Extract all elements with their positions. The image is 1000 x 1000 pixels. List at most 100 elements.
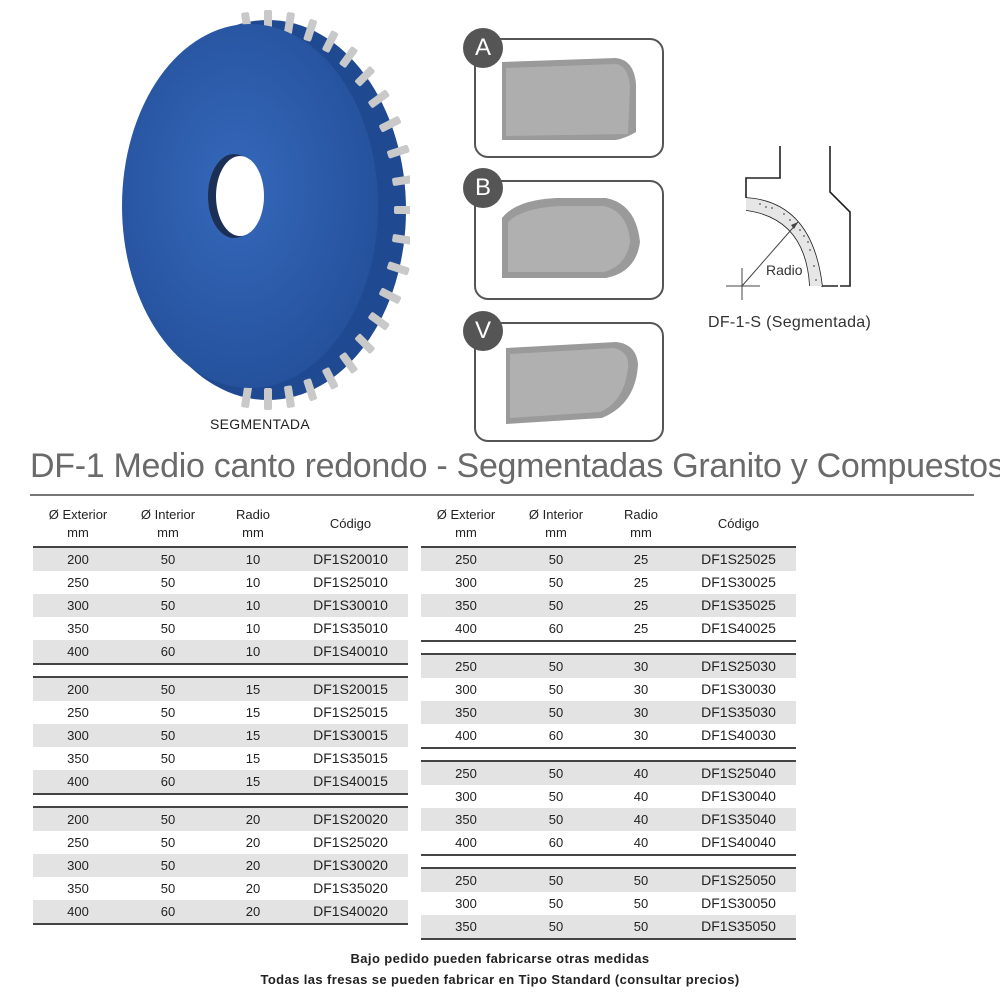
cell-exterior: 400	[67, 644, 89, 659]
header-codigo: Código	[329, 516, 372, 531]
header-codigo: Código	[717, 516, 760, 531]
cell-radio: 20	[245, 904, 261, 919]
cell-exterior: 300	[455, 896, 477, 911]
cell-codigo: DF1S30040	[701, 788, 776, 804]
table-bottom-rule	[33, 923, 408, 925]
cell-interior: 60	[548, 621, 564, 636]
profile-a-badge: A	[463, 28, 503, 68]
cell-radio: 10	[245, 621, 261, 636]
cell-interior: 60	[160, 644, 176, 659]
cell-exterior: 250	[67, 705, 89, 720]
cell-exterior: 250	[67, 575, 89, 590]
cell-interior: 50	[548, 896, 564, 911]
cell-radio: 15	[245, 682, 261, 697]
cell-interior: 50	[160, 728, 176, 743]
cell-exterior: 250	[67, 835, 89, 850]
cell-codigo: DF1S35030	[701, 704, 776, 720]
group-divider	[421, 747, 796, 762]
cell-codigo: DF1S35050	[701, 918, 776, 934]
cell-exterior: 250	[455, 659, 477, 674]
cell-codigo: DF1S35040	[701, 811, 776, 827]
diagram-caption: DF-1-S (Segmentada)	[708, 314, 872, 331]
table-row: 350 50 40 DF1S35040	[421, 808, 796, 831]
cell-codigo: DF1S20015	[313, 681, 388, 697]
radio-label: Radio	[766, 262, 803, 278]
cell-radio: 50	[633, 896, 649, 911]
profile-b-badge: B	[463, 168, 503, 208]
cell-interior: 50	[548, 705, 564, 720]
cell-exterior: 200	[67, 812, 89, 827]
cell-interior: 50	[160, 705, 176, 720]
cell-codigo: DF1S35010	[313, 620, 388, 636]
cell-codigo: DF1S25015	[313, 704, 388, 720]
cell-interior: 50	[548, 789, 564, 804]
cell-interior: 50	[160, 575, 176, 590]
cell-codigo: DF1S35025	[701, 597, 776, 613]
cell-exterior: 400	[67, 774, 89, 789]
cell-exterior: 200	[67, 552, 89, 567]
cell-radio: 50	[633, 919, 649, 934]
cell-interior: 50	[160, 751, 176, 766]
cell-radio: 25	[633, 598, 649, 613]
cell-interior: 50	[160, 598, 176, 613]
group-divider	[33, 546, 408, 548]
cell-radio: 30	[633, 705, 649, 720]
cell-radio: 30	[633, 659, 649, 674]
cell-radio: 25	[633, 552, 649, 567]
cell-exterior: 300	[67, 858, 89, 873]
cell-interior: 50	[160, 881, 176, 896]
cell-radio: 40	[633, 812, 649, 827]
cell-exterior: 250	[455, 552, 477, 567]
cell-interior: 50	[548, 575, 564, 590]
cell-codigo: DF1S40010	[313, 643, 388, 659]
cell-interior: 50	[548, 812, 564, 827]
cell-interior: 50	[160, 621, 176, 636]
cell-codigo: DF1S40015	[313, 773, 388, 789]
cell-radio: 20	[245, 835, 261, 850]
cell-interior: 50	[548, 659, 564, 674]
cell-interior: 60	[160, 774, 176, 789]
cell-exterior: 200	[67, 682, 89, 697]
cell-codigo: DF1S35015	[313, 750, 388, 766]
cell-exterior: 400	[455, 621, 477, 636]
cell-exterior: 350	[67, 751, 89, 766]
cell-exterior: 250	[455, 873, 477, 888]
cell-exterior: 400	[455, 728, 477, 743]
cell-interior: 50	[548, 552, 564, 567]
cell-exterior: 300	[455, 575, 477, 590]
page-title: DF-1 Medio canto redondo - Segmentadas G…	[30, 447, 1000, 485]
cell-radio: 10	[245, 552, 261, 567]
cell-radio: 20	[245, 858, 261, 873]
cell-codigo: DF1S30010	[313, 597, 388, 613]
cell-radio: 40	[633, 789, 649, 804]
profile-v-badge: V	[463, 311, 503, 351]
cell-radio: 40	[633, 766, 649, 781]
profile-v-panel	[474, 322, 664, 442]
cell-exterior: 250	[455, 766, 477, 781]
cell-radio: 25	[633, 621, 649, 636]
cell-codigo: DF1S35020	[313, 880, 388, 896]
cell-exterior: 300	[455, 682, 477, 697]
group-divider	[421, 640, 796, 655]
cell-interior: 50	[160, 835, 176, 850]
cell-radio: 40	[633, 835, 649, 850]
cell-exterior: 350	[455, 812, 477, 827]
